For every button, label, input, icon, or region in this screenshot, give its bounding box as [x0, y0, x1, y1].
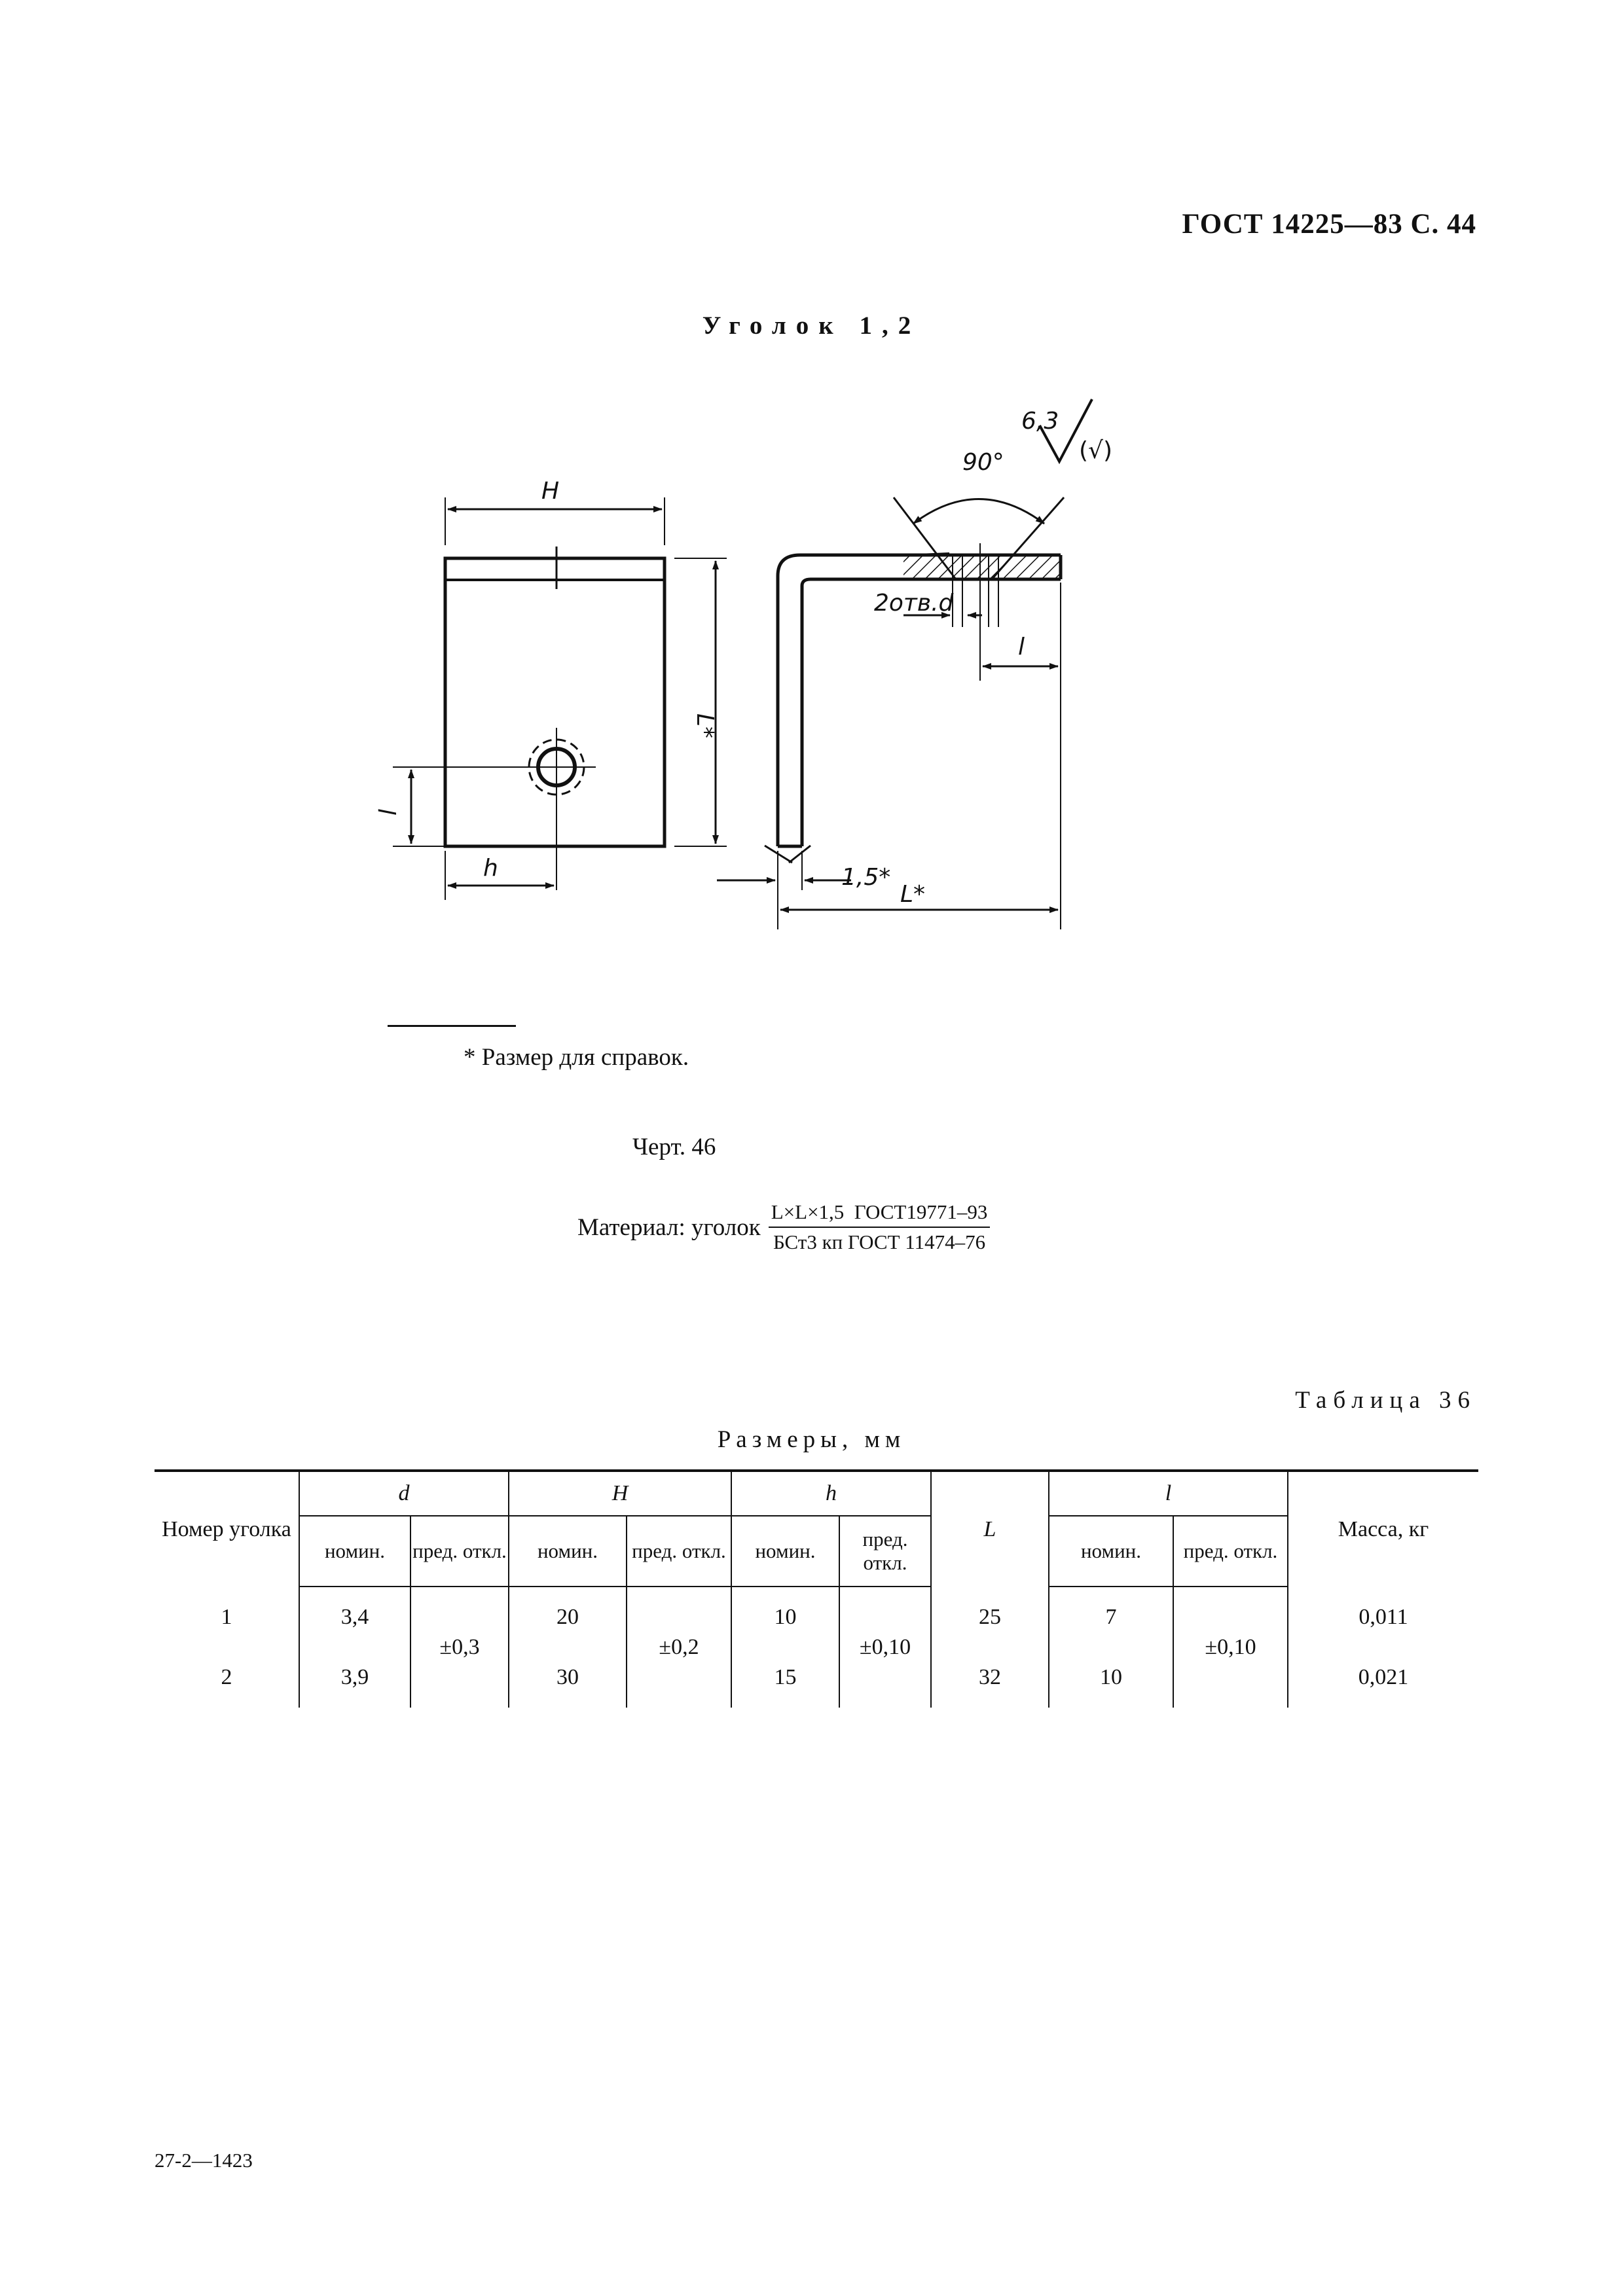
cell-H-dev: ±0,2: [626, 1587, 732, 1708]
cell-h-nom: 15: [731, 1647, 840, 1708]
header-l-nom: номин.: [1048, 1515, 1174, 1587]
cell-l-nom: 7: [1048, 1587, 1174, 1647]
material-denominator: БСт3 кп ГОСТ 11474–76: [773, 1230, 986, 1253]
technical-drawing: H L* l h 6,3 (√) 90° 2отв.d l 1,5* L*: [373, 399, 1112, 929]
cell-H-nom: 20: [508, 1587, 627, 1647]
header-h-dev: пред. откл.: [839, 1515, 932, 1587]
header-H-nom: номин.: [508, 1515, 627, 1587]
cell-mass: 0,011: [1287, 1587, 1478, 1647]
header-l-dev: пред. откл.: [1173, 1515, 1288, 1587]
dim-angle: [913, 498, 1045, 525]
material-label: Материал: уголок: [577, 1213, 761, 1241]
label-L-star-bottom: L*: [900, 881, 925, 908]
label-l-side: l: [1018, 634, 1025, 660]
label-holes: 2отв.d: [874, 590, 955, 617]
cell-h-dev: ±0,10: [839, 1587, 932, 1708]
cell-d-nom: 3,9: [299, 1647, 411, 1708]
cell-no: 2: [155, 1647, 300, 1708]
material-numerator: L×L×1,5 ГОСТ19771–93: [768, 1200, 991, 1228]
label-l: l: [373, 808, 399, 815]
material-fraction: L×L×1,5 ГОСТ19771–93 БСт3 кп ГОСТ 11474–…: [768, 1200, 991, 1254]
front-outline: [443, 556, 666, 848]
side-view: [717, 399, 1093, 929]
print-code: 27-2—1423: [155, 2149, 253, 2172]
material-spec: Материал: уголок L×L×1,5 ГОСТ19771–93 БС…: [577, 1200, 991, 1254]
cell-h-nom: 10: [731, 1587, 840, 1647]
footnote-rule: [388, 1025, 516, 1027]
cell-L: 25: [930, 1587, 1049, 1647]
header-d: d: [299, 1469, 509, 1516]
front-view: [393, 497, 727, 900]
part-title: Уголок 1,2: [702, 312, 921, 340]
table-number: Таблица 36: [1295, 1387, 1476, 1414]
header-d-nom: номин.: [299, 1515, 411, 1587]
header-L: L: [930, 1469, 1049, 1587]
header-h-nom: номин.: [731, 1515, 840, 1587]
table-row: 1 3,4 ±0,3 20 ±0,2 10 ±0,10 25 7 ±0,10 0…: [155, 1587, 1478, 1708]
cell-mass: 0,021: [1287, 1647, 1478, 1708]
label-L-star: L*: [691, 713, 718, 738]
header-mass: Масса, кг: [1287, 1469, 1478, 1587]
cell-d-nom: 3,4: [299, 1587, 411, 1647]
header-d-dev: пред. откл.: [410, 1515, 509, 1587]
figure-caption: Черт. 46: [632, 1134, 716, 1160]
cell-H-nom: 30: [508, 1647, 627, 1708]
page-header: ГОСТ 14225—83 С. 44: [1182, 209, 1476, 240]
cell-L: 32: [930, 1647, 1049, 1708]
header-l: l: [1048, 1469, 1288, 1516]
label-roughness-paren: (√): [1079, 437, 1112, 464]
table-row: 2 3,9 30 15 32 10 0,021: [155, 1647, 1478, 1708]
cell-l-nom: 10: [1048, 1647, 1174, 1708]
label-h: h: [483, 855, 498, 882]
dimensions-table: Номер уголка d H h L l Масса, кг номин. …: [155, 1469, 1478, 1708]
label-roughness: 6,3: [1021, 408, 1059, 435]
cell-no: 1: [155, 1587, 300, 1647]
label-H: H: [541, 478, 559, 505]
footnote: * Размер для справок.: [464, 1044, 689, 1071]
cell-d-dev: ±0,3: [410, 1587, 509, 1708]
cell-l-dev: ±0,10: [1173, 1587, 1288, 1708]
header-h: h: [731, 1469, 932, 1516]
roughness-icon: [1038, 399, 1093, 465]
header-H: H: [508, 1469, 732, 1516]
label-angle: 90°: [962, 449, 1004, 476]
label-thickness: 1,5*: [841, 864, 890, 891]
header-H-dev: пред. откл.: [626, 1515, 732, 1587]
header-number: Номер уголка: [155, 1469, 300, 1587]
table-caption: Размеры, мм: [717, 1426, 906, 1453]
